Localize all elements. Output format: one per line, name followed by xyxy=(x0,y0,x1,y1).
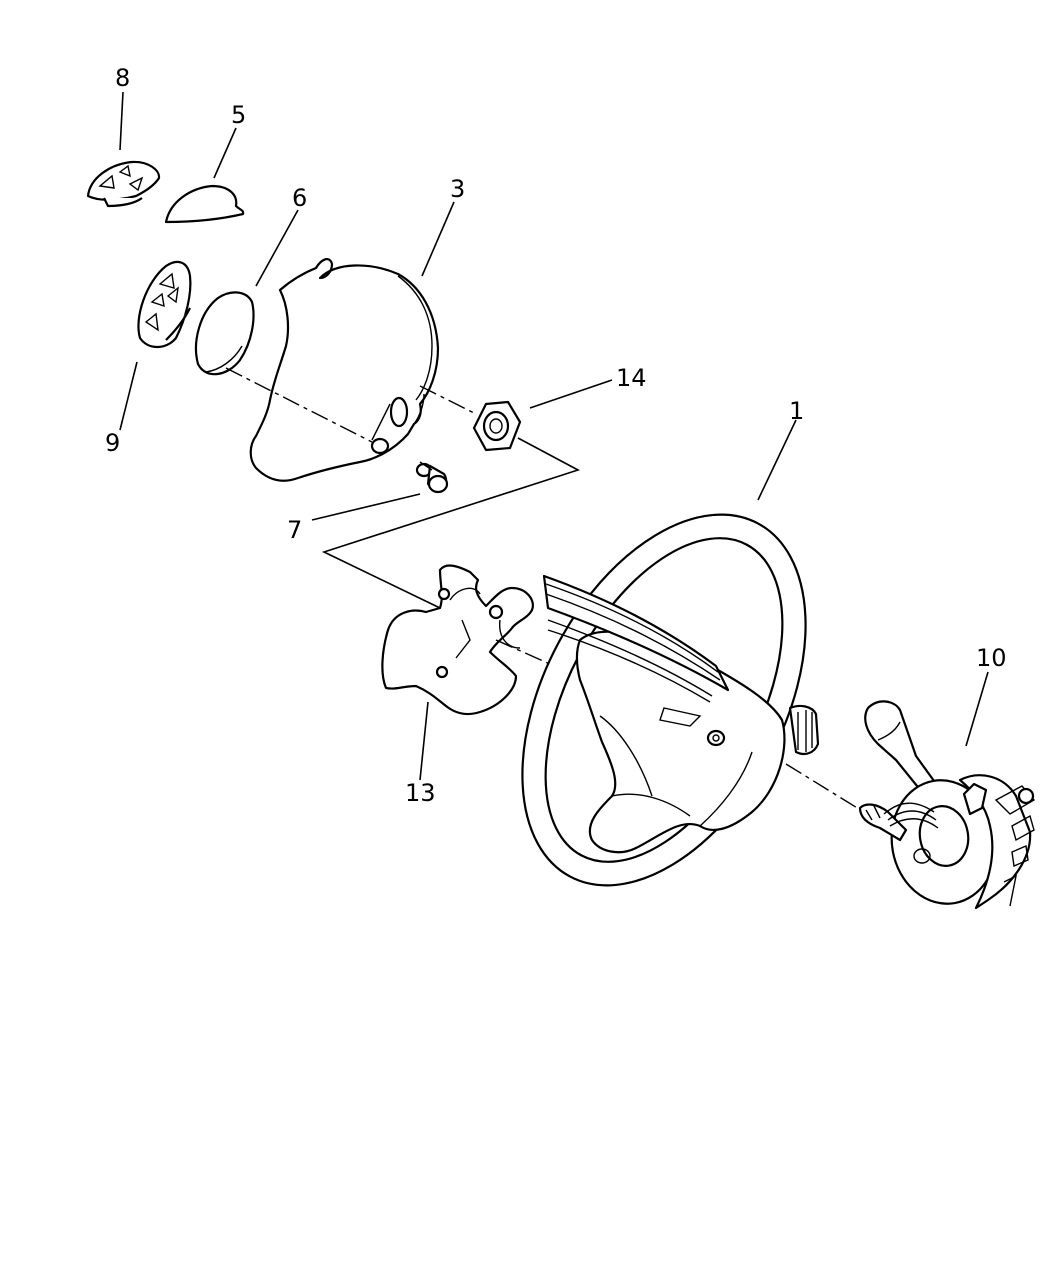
part-1-steering-wheel xyxy=(521,513,820,887)
alignment-lines-upper xyxy=(225,367,581,609)
part-10-clockspring-switch xyxy=(858,700,1036,910)
callout-7: 7 xyxy=(287,516,302,544)
part-9-switch-pad xyxy=(137,260,192,349)
alignment-line-clockspring xyxy=(785,763,881,823)
part-5-cap-cover xyxy=(164,184,245,224)
part-8-switch-button xyxy=(86,160,161,208)
callout-5: 5 xyxy=(231,101,246,129)
callout-3: 3 xyxy=(450,175,465,203)
leader-lines xyxy=(119,91,989,781)
callout-6: 6 xyxy=(292,184,307,212)
callout-10: 10 xyxy=(976,644,1007,672)
callout-9: 9 xyxy=(105,429,120,457)
part-7-bolt xyxy=(415,462,449,494)
part-13-mounting-bracket xyxy=(381,564,721,741)
callout-14: 14 xyxy=(616,364,647,392)
callout-13: 13 xyxy=(405,779,436,807)
part-6-horn-pad-cover xyxy=(194,291,255,376)
part-14-nut xyxy=(472,400,522,452)
callout-1: 1 xyxy=(789,397,804,425)
part-3-center-shroud xyxy=(249,258,440,482)
callout-8: 8 xyxy=(115,64,130,92)
